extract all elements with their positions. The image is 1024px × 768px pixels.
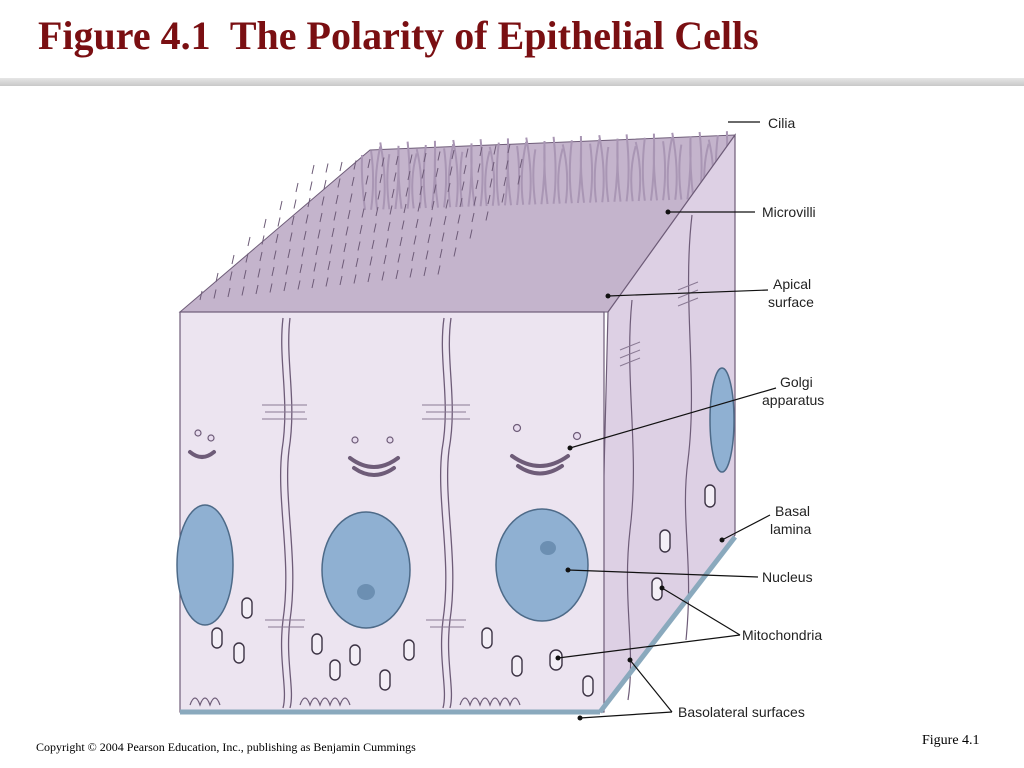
slide-title: Figure 4.1 The Polarity of Epithelial Ce… (38, 13, 759, 58)
label-golgi-line1: Golgi (780, 374, 813, 390)
label-apical-line2: surface (768, 294, 814, 310)
label-golgi-line2: apparatus (762, 392, 824, 408)
microvilli-texture (199, 131, 731, 301)
leader-lines (557, 121, 777, 719)
basal-folds (189, 697, 521, 707)
label-apical-line1: Apical (773, 276, 811, 292)
nucleolus (357, 584, 375, 600)
cell-boundary (439, 317, 447, 709)
nucleus (495, 508, 589, 622)
nucleus (709, 367, 735, 473)
footer-figure-number: Figure 4.1 (922, 733, 980, 748)
label-nucleus: Nucleus (762, 569, 813, 585)
nucleus (176, 504, 234, 626)
title-divider (0, 78, 1024, 86)
golgi-apparatus (188, 450, 570, 477)
nucleus (321, 511, 411, 629)
label-cilia: Cilia (768, 115, 795, 131)
footer-copyright: Copyright © 2004 Pearson Education, Inc.… (36, 740, 416, 754)
leader-endpoints (555, 209, 725, 721)
basal-lamina-side (598, 535, 737, 714)
cell-boundary (279, 317, 287, 709)
label-basal-line2: lamina (770, 521, 811, 537)
cell-boundary (286, 317, 294, 709)
mitochondria (211, 484, 716, 697)
golgi-vesicles (194, 423, 582, 444)
side-cell-boundary (684, 214, 693, 641)
nucleolus (540, 541, 556, 555)
label-mitochondria: Mitochondria (742, 627, 822, 643)
label-basolateral: Basolateral surfaces (678, 704, 805, 720)
label-microvilli: Microvilli (762, 204, 816, 220)
cell-junctions (262, 281, 699, 628)
label-basal-line1: Basal (775, 503, 810, 519)
cell-boundary (446, 317, 454, 709)
